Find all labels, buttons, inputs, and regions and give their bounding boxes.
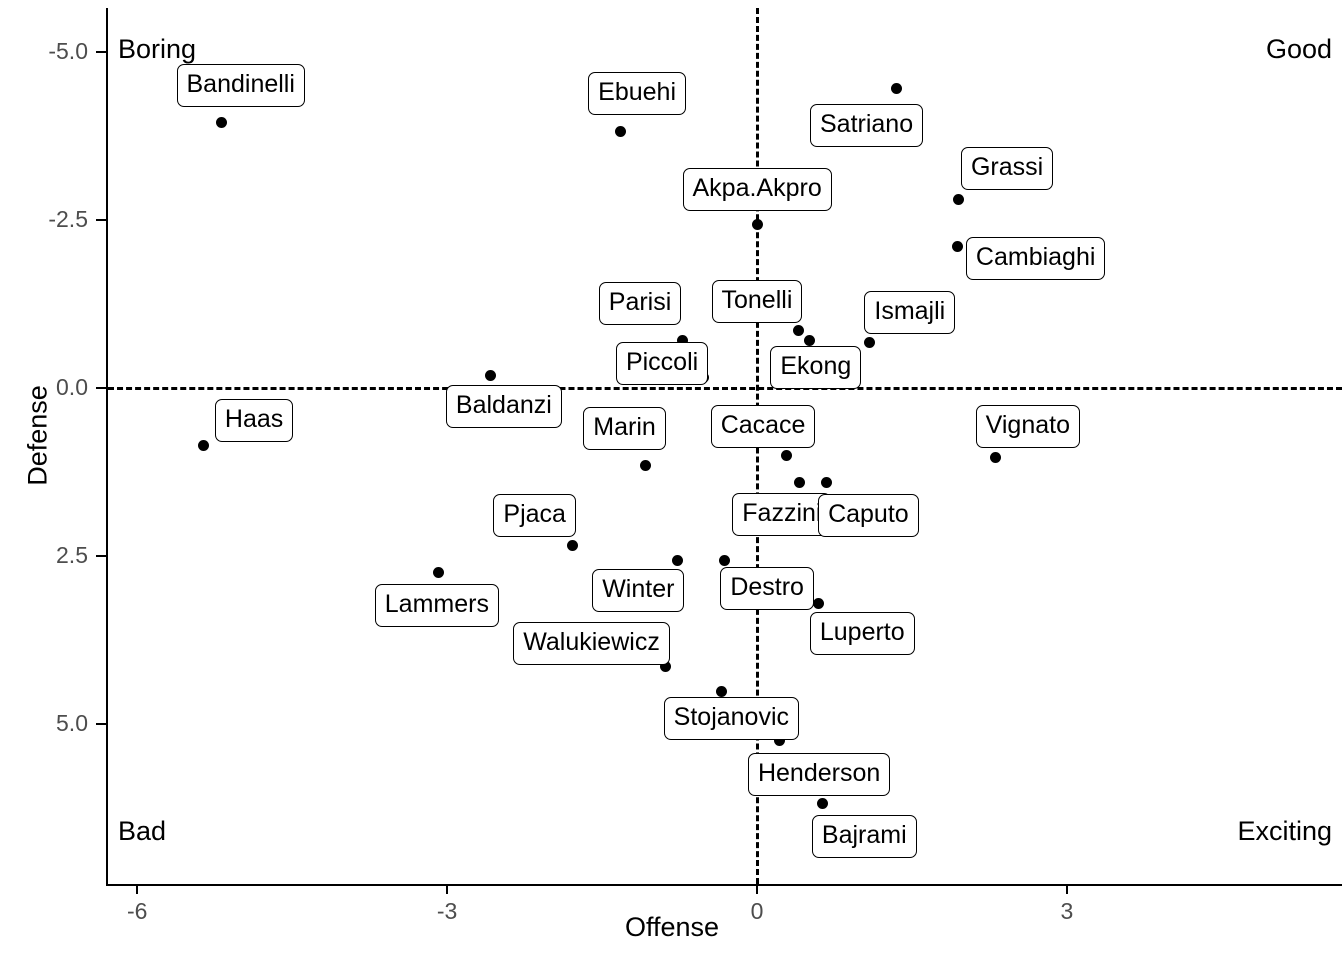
y-tick-label: -5.0 (48, 38, 88, 64)
point-label-box: Cambiaghi (965, 237, 1106, 281)
point-label-box: Ebuehi (588, 72, 687, 116)
point-label-box: Walukiewicz (513, 621, 670, 665)
quadrant-annotation-good: Good (1265, 34, 1332, 64)
y-tick-mark (96, 387, 106, 389)
data-point (639, 460, 651, 472)
data-point (990, 452, 1002, 464)
data-point (792, 325, 804, 337)
point-label-box: Satriano (809, 104, 924, 148)
data-point (671, 554, 683, 566)
y-tick-label: -2.5 (48, 206, 88, 232)
data-point (751, 219, 763, 231)
point-label-box: Caputo (818, 494, 919, 538)
data-point (677, 335, 689, 347)
data-point (813, 597, 825, 609)
point-label-box: Vignato (975, 405, 1080, 449)
point-label-box: Piccoli (615, 342, 709, 386)
point-label-box: Baldanzi (445, 385, 562, 429)
data-point (890, 82, 902, 94)
data-point (952, 193, 964, 205)
point-label-box: Bajrami (811, 815, 917, 859)
point-label-box: Bandinelli (176, 64, 305, 108)
y-tick-mark (96, 723, 106, 725)
data-point (804, 335, 816, 347)
point-label-box: Akpa.Akpro (682, 167, 832, 211)
data-point (719, 555, 731, 567)
quadrant-annotation-bad: Bad (118, 816, 167, 846)
quadrant-annotation-boring: Boring (118, 34, 197, 64)
point-label-box: Destro (720, 566, 814, 610)
data-point (781, 450, 793, 462)
data-point (793, 476, 805, 488)
y-tick-label: 5.0 (56, 710, 88, 736)
point-label-box: Haas (214, 398, 294, 442)
point-label-box: Stojanovic (663, 697, 800, 741)
x-tick-mark (446, 884, 449, 894)
data-point (864, 337, 876, 349)
point-label-box: Ekong (770, 346, 862, 390)
x-tick-label: -6 (126, 898, 148, 924)
data-point (816, 797, 828, 809)
point-label-box: Tonelli (711, 280, 803, 324)
point-label-box: Fazzini (732, 492, 832, 536)
y-tick-label: 0.0 (56, 374, 88, 400)
y-tick-label: 2.5 (56, 542, 88, 568)
x-axis-title: Offense (624, 912, 720, 942)
x-tick-label: -3 (436, 898, 458, 924)
point-label-box: Lammers (374, 584, 499, 628)
quadrant-annotation-exciting: Exciting (1237, 816, 1332, 846)
point-label-box: Luperto (809, 611, 915, 655)
y-axis-line (106, 8, 108, 885)
data-point (820, 477, 832, 489)
y-tick-mark (96, 219, 106, 221)
x-tick-label: 0 (750, 898, 764, 924)
data-point (433, 567, 445, 579)
data-point (484, 369, 496, 381)
x-tick-mark (756, 884, 758, 894)
x-tick-mark (136, 884, 139, 894)
point-label-box: Parisi (598, 281, 682, 325)
data-point (566, 540, 578, 552)
point-label-box: Pjaca (493, 494, 576, 538)
y-tick-mark (96, 555, 106, 557)
point-label-box: Winter (592, 569, 685, 613)
point-label-box: Ismajli (864, 291, 956, 335)
x-axis-line (106, 884, 1342, 886)
y-tick-mark (96, 51, 106, 53)
x-tick-mark (1065, 884, 1068, 894)
data-point (659, 660, 671, 672)
data-point (216, 117, 228, 129)
point-label-box: Cacace (710, 405, 816, 449)
point-label-box: Marin (583, 406, 666, 450)
point-label-box: Grassi (960, 147, 1054, 191)
data-point (716, 685, 728, 697)
data-point (951, 241, 963, 253)
horizontal-reference-line (108, 387, 1342, 390)
data-point (774, 734, 786, 746)
y-axis-title: Defense (22, 385, 53, 486)
x-tick-label: 3 (1060, 898, 1074, 924)
data-point (197, 439, 209, 451)
data-point (615, 125, 627, 137)
point-label-box: Henderson (747, 752, 891, 796)
